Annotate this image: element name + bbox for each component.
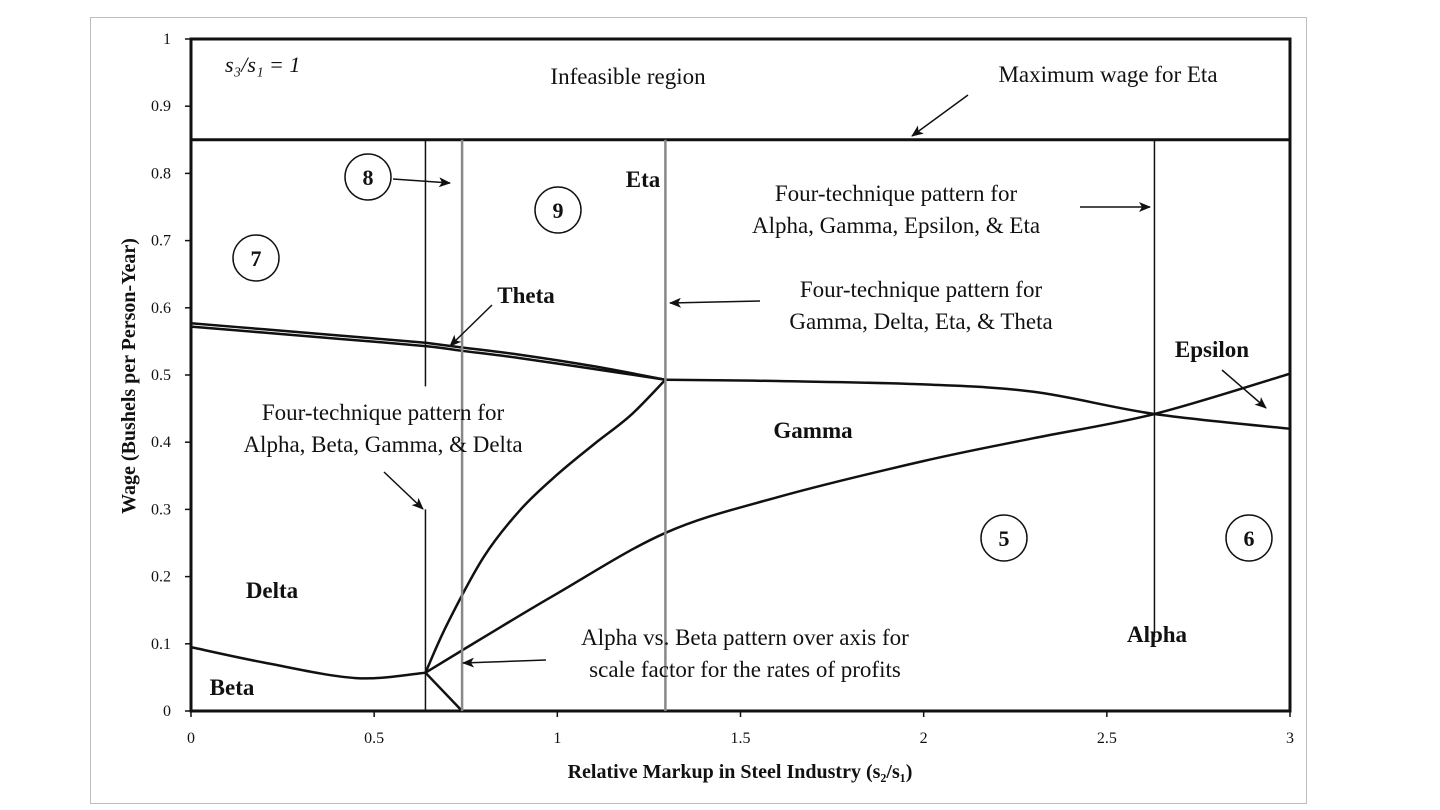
region-epsilon: Epsilon [1175,337,1249,362]
y-tick-label: 0.1 [151,636,171,653]
circled-number-8: 8 [344,153,392,201]
arrow-max-wage [911,94,969,137]
series-layer [190,138,1291,712]
y-tick-label: 0.4 [151,434,171,451]
annotation-alpha-vs-beta-line2: scale factor for the rates of profits [589,657,901,682]
region-gamma: Gamma [773,418,853,443]
y-tick-label: 0.2 [151,569,171,586]
series-line-4 [424,378,667,674]
parameter-label: s₃/s₁ = 1 [225,52,300,77]
svg-text:6: 6 [1244,526,1255,551]
x-tick-label: 0 [187,730,195,747]
y-tick-label: 0.7 [151,233,171,250]
x-axis-title: Relative Markup in Steel Industry (s₂/s₁… [568,761,913,783]
region-eta: Eta [626,167,661,192]
chart-frame [90,17,1307,804]
x-tick-label: 1 [553,730,561,747]
x-tick-label: 0.5 [364,730,384,747]
series-line-2 [190,325,666,381]
region-beta: Beta [210,675,255,700]
arrow-theta [449,304,493,347]
y-tick-label: 0.9 [151,98,171,115]
svg-text:8: 8 [363,165,374,190]
svg-text:7: 7 [251,246,262,271]
y-tick-label: 0.8 [151,165,171,182]
series-line-3 [665,378,1291,431]
x-tick-label: 2.5 [1097,730,1117,747]
arrow-alpha-beta [383,471,424,510]
x-tick-label: 2 [920,730,928,747]
arrow-alpha-vs-beta [462,657,547,668]
y-axis-title: Wage (Bushels per Person-Year) [118,238,140,514]
svg-text:5: 5 [999,526,1010,551]
y-tick-label: 0 [163,703,171,720]
region-theta: Theta [497,283,555,308]
region-alpha: Alpha [1127,622,1188,647]
arrow-epsilon [1221,369,1267,409]
annotation-gamma-delta-line1: Four-technique pattern for [800,277,1043,302]
series-line-5 [424,372,1291,674]
y-tick-label: 0.6 [151,300,171,317]
circled-number-5: 5 [980,514,1028,562]
series-line-7 [424,671,463,712]
annotation-alpha-gamma-line1: Four-technique pattern for [775,181,1018,206]
annotation-alpha-vs-beta-line1: Alpha vs. Beta pattern over axis for [581,625,909,650]
annotation-infeasible: Infeasible region [550,64,706,89]
region-delta: Delta [246,578,299,603]
annotation-alpha-beta-line1: Four-technique pattern for [262,400,505,425]
svg-text:9: 9 [553,198,564,223]
y-tick-label: 1 [163,31,171,48]
y-tick-label: 0.3 [151,501,171,518]
circled-number-9: 9 [534,186,582,234]
annotation-gamma-delta-line2: Gamma, Delta, Eta, & Theta [789,309,1052,334]
x-tick-label: 3 [1286,730,1294,747]
tick-layer: 0 0.5 1 1.5 2 2.5 3 0 0.1 0.2 0.3 0.4 0.5 0.6 0.7 0.8 0.… [151,31,1294,747]
annotation-alpha-gamma-line2: Alpha, Gamma, Epsilon, & Eta [752,213,1040,238]
annotation-alpha-beta-line2: Alpha, Beta, Gamma, & Delta [243,432,522,457]
series-line-0 [190,322,426,344]
series-line-6 [190,645,426,680]
circled-number-6: 6 [1225,514,1273,562]
annotation-max-wage: Maximum wage for Eta [998,62,1217,87]
circled-number-7: 7 [232,234,280,282]
y-tick-label: 0.5 [151,367,171,384]
x-tick-label: 1.5 [731,730,751,747]
arrow-gamma-delta [669,297,761,308]
arrow-8 [392,177,451,188]
